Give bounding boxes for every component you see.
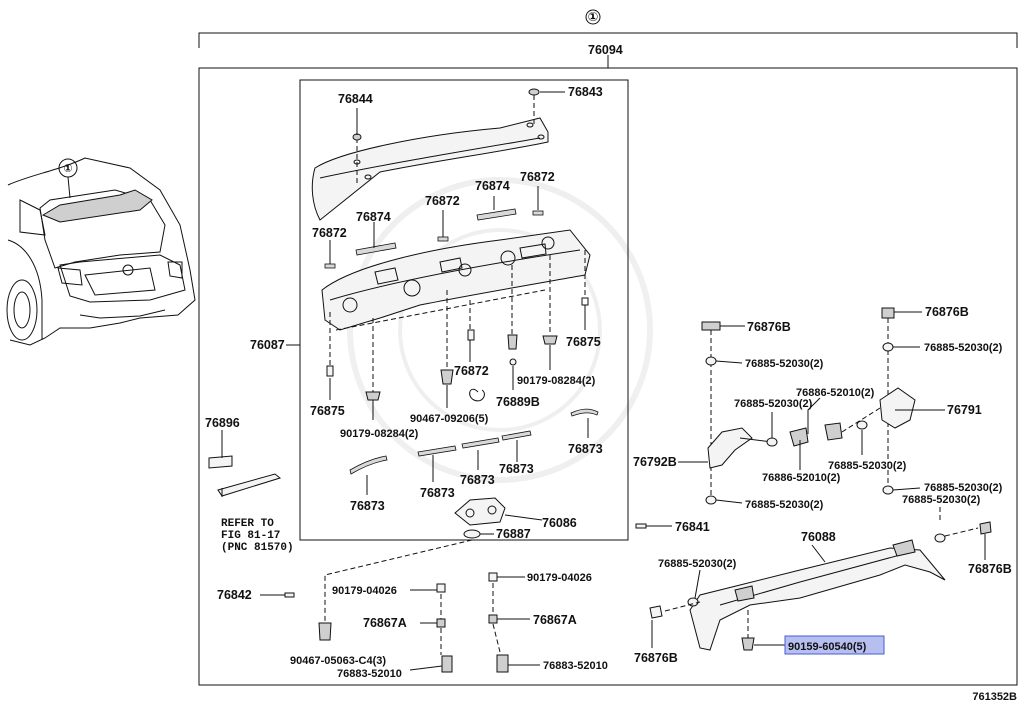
clip-76841 xyxy=(635,523,647,529)
part-label[interactable]: 76873 xyxy=(499,462,534,476)
part-label[interactable]: 90179-08284(2) xyxy=(517,375,596,387)
part-label[interactable]: 76885-52030(2) xyxy=(745,499,824,511)
part-label[interactable]: 76887 xyxy=(496,527,531,541)
part-label[interactable]: 90467-09206(5) xyxy=(410,413,489,425)
part-label[interactable]: 76792B xyxy=(633,455,677,469)
part-label[interactable]: 76885-52030(2) xyxy=(924,342,1003,354)
trim-strips-76873 xyxy=(349,408,599,475)
part-labels: 76844 76843 76874 76872 76874 76872 7687… xyxy=(205,85,1012,680)
part-label[interactable]: 76873 xyxy=(350,499,385,513)
highlighted-part-box xyxy=(784,635,885,655)
outer-frame xyxy=(198,67,1018,686)
part-label[interactable]: 76872 xyxy=(425,194,460,208)
part-label[interactable]: 76885-52030(2) xyxy=(924,482,1003,494)
lower-fasteners xyxy=(318,572,509,673)
part-label[interactable]: 90179-08284(2) xyxy=(340,428,419,440)
part-label[interactable]: 76885-52030(2) xyxy=(828,460,907,472)
part-label[interactable]: 76874 xyxy=(475,179,510,193)
hinge-bracket-76792b xyxy=(701,321,809,505)
part-label[interactable]: 76867A xyxy=(533,613,577,627)
part-label[interactable]: 76876B xyxy=(968,562,1012,576)
part-label[interactable]: 76872 xyxy=(454,364,489,378)
part-label[interactable]: 76885-52030(2) xyxy=(902,494,981,506)
part-label[interactable]: 76867A xyxy=(363,616,407,630)
part-label[interactable]: 76872 xyxy=(520,170,555,184)
part-label[interactable]: 76875 xyxy=(310,404,345,418)
part-label[interactable]: 76874 xyxy=(356,210,391,224)
spoiler-inner-panel xyxy=(321,229,591,395)
part-label[interactable]: 76886-52010(2) xyxy=(762,472,841,484)
part-label[interactable]: 76876B xyxy=(634,651,678,665)
figure-code: 761352B xyxy=(972,691,1017,703)
part-label[interactable]: 76841 xyxy=(675,520,710,534)
part-label[interactable]: 76885-52030(2) xyxy=(745,358,824,370)
leader-lines xyxy=(221,91,986,671)
part-label[interactable]: 90179-04026 xyxy=(527,572,592,584)
part-label[interactable]: 76088 xyxy=(801,530,836,544)
vehicle-rear-illustration: ① xyxy=(6,157,196,346)
part-label[interactable]: 90179-04026 xyxy=(332,585,397,597)
bracket-76086 xyxy=(324,497,506,625)
assembly-marker: ① xyxy=(588,10,599,24)
part-label[interactable]: 76886-52010(2) xyxy=(796,387,875,399)
part-label[interactable]: 76086 xyxy=(542,516,577,530)
refer-note-line: REFER TO xyxy=(221,518,274,530)
refer-note-line: FIG 81-17 xyxy=(221,530,280,542)
inner-fasteners xyxy=(326,297,589,402)
part-label[interactable]: 76876B xyxy=(925,305,969,319)
part-label[interactable]: 76885-52030(2) xyxy=(658,558,737,570)
part-label[interactable]: 76873 xyxy=(460,473,495,487)
part-label[interactable]: 76883-52010 xyxy=(337,668,402,680)
part-label[interactable]: 90467-05063-C4(3) xyxy=(290,655,386,667)
part-label[interactable]: 76876B xyxy=(747,320,791,334)
hinge-bracket-76791 xyxy=(824,307,918,495)
part-label[interactable]: 76885-52030(2) xyxy=(734,398,813,410)
part-label[interactable]: 76883-52010 xyxy=(543,660,608,672)
vehicle-callout-marker: ① xyxy=(63,163,72,175)
clip-76842 xyxy=(284,592,295,598)
part-label[interactable]: 76873 xyxy=(420,486,455,500)
part-label[interactable]: 76896 xyxy=(205,416,240,430)
part-label[interactable]: 76873 xyxy=(568,442,603,456)
part-label[interactable]: 76842 xyxy=(217,588,252,602)
tape-strips xyxy=(324,208,544,269)
part-label[interactable]: 76791 xyxy=(947,403,982,417)
part-label[interactable]: 76889B xyxy=(496,395,540,409)
part-76896 xyxy=(208,455,282,497)
inner-frame xyxy=(299,79,629,541)
part-label[interactable]: 76872 xyxy=(312,226,347,240)
watermark-emblem xyxy=(347,177,653,483)
refer-note: REFER TO FIG 81-17 (PNC 81570) xyxy=(221,518,294,554)
part-label[interactable]: 76087 xyxy=(250,338,285,352)
refer-note-line[interactable]: (PNC 81570) xyxy=(221,542,294,554)
highlighted-part-label[interactable]: 90159-60540(5) xyxy=(788,641,867,653)
assembly-bracket: ① 76094 xyxy=(198,9,1018,68)
lower-trim-76088 xyxy=(649,505,992,651)
part-label[interactable]: 76843 xyxy=(568,85,603,99)
part-label[interactable]: 76875 xyxy=(566,335,601,349)
assembly-number-label[interactable]: 76094 xyxy=(588,43,623,57)
part-label[interactable]: 76844 xyxy=(338,92,373,106)
